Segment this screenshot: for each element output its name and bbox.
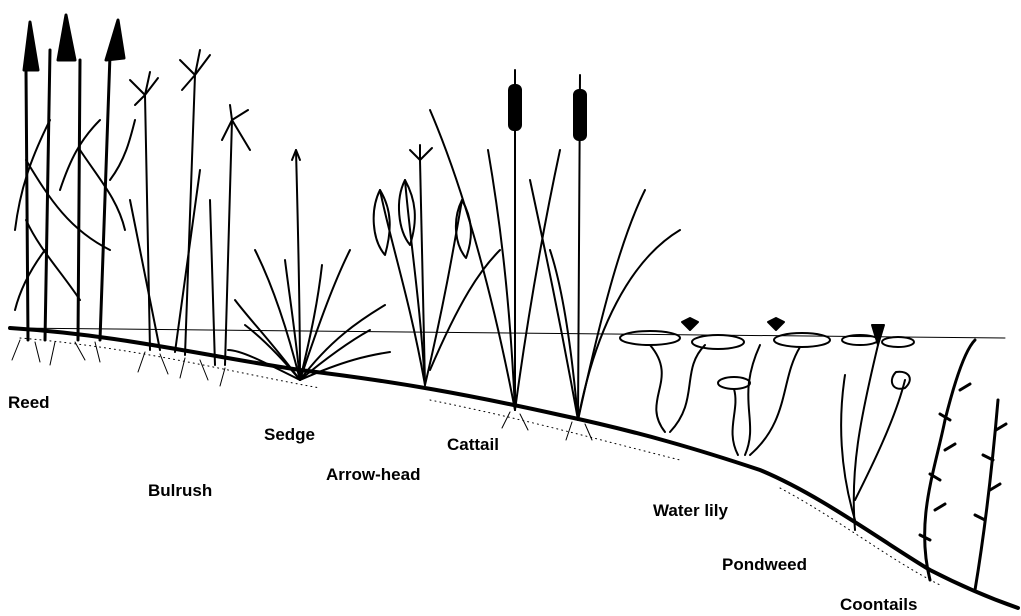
arrowhead-plant xyxy=(374,145,500,385)
label-cattail: Cattail xyxy=(447,436,499,453)
bulrush-plant xyxy=(130,50,250,365)
label-bulrush: Bulrush xyxy=(148,482,212,499)
label-water-lily: Water lily xyxy=(653,502,728,519)
label-sedge: Sedge xyxy=(264,426,315,443)
coontails-plant xyxy=(920,340,1006,590)
reed-plant xyxy=(15,15,135,340)
reed-roots xyxy=(12,340,100,365)
cattail-plant xyxy=(430,70,680,420)
shoreline-sediment xyxy=(20,338,940,585)
label-reed: Reed xyxy=(8,394,50,411)
label-pondweed: Pondweed xyxy=(722,556,807,573)
label-arrowhead: Arrow-head xyxy=(326,466,420,483)
water-surface-line xyxy=(10,328,1005,338)
water-lily-plant xyxy=(620,318,830,455)
sedge-plant xyxy=(228,150,390,380)
label-coontails: Coontails xyxy=(840,596,917,613)
pondweed-plant xyxy=(841,325,914,530)
